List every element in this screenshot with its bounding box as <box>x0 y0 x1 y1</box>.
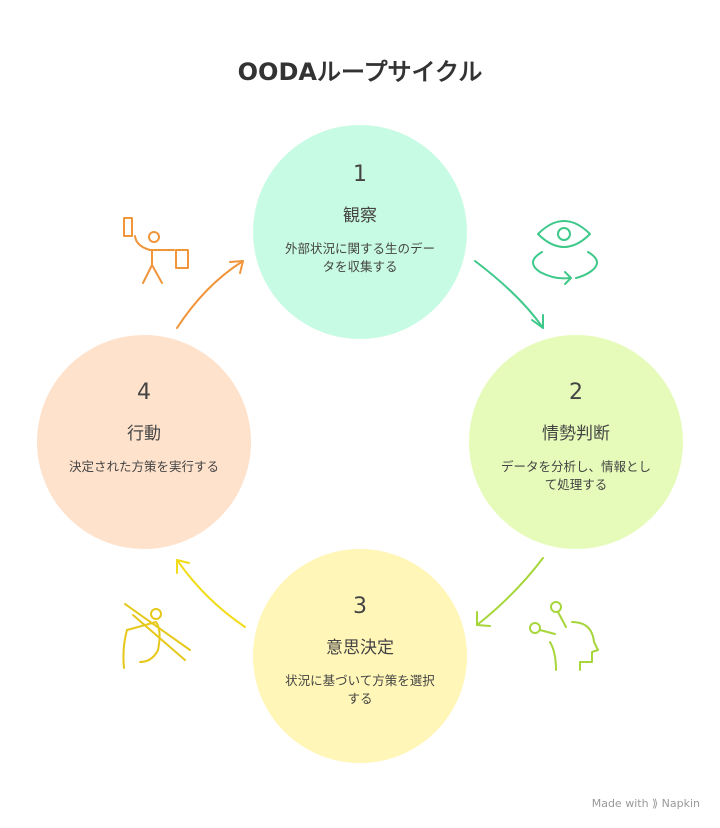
step-number: 4 <box>137 380 151 405</box>
circle-observe <box>253 125 467 339</box>
step-description: 外部状況に関する生のデータを収集する <box>284 241 435 274</box>
step-name: 観察 <box>343 206 377 226</box>
step-observe: 1 観察 外部状況に関する生のデータを収集する <box>253 162 467 276</box>
circle-orient <box>469 335 683 549</box>
step-description: 決定された方策を実行する <box>68 459 219 474</box>
step-orient: 2 情勢判断 データを分析し、情報として処理する <box>469 380 683 494</box>
arrow-act-to-observe <box>176 260 244 329</box>
arrow-observe-to-orient <box>474 260 544 329</box>
person-action-icon <box>123 217 189 284</box>
hand-grip-icon <box>122 603 191 669</box>
eye-cycle-icon <box>532 220 598 285</box>
step-number: 2 <box>569 380 583 405</box>
step-number: 1 <box>353 162 367 187</box>
diagram-title: OODAループサイクル <box>237 58 483 86</box>
arrow-orient-to-decide <box>476 557 544 626</box>
step-description: 状況に基づいて方策を選択する <box>285 673 435 706</box>
step-description: データを分析し、情報として処理する <box>500 459 651 492</box>
arrow-decide-to-act <box>176 559 246 628</box>
step-number: 3 <box>353 594 367 619</box>
circle-decide <box>253 549 467 763</box>
step-name: 行動 <box>127 424 161 444</box>
circle-act <box>37 335 251 549</box>
step-decide: 3 意思決定 状況に基づいて方策を選択する <box>253 594 467 708</box>
step-name: 意思決定 <box>326 638 394 658</box>
step-name: 情勢判断 <box>542 424 610 444</box>
napkin-credit: Made with ⟫ Napkin <box>591 797 700 810</box>
step-act: 4 行動 決定された方策を実行する <box>37 380 251 476</box>
head-thinking-icon <box>529 601 599 671</box>
